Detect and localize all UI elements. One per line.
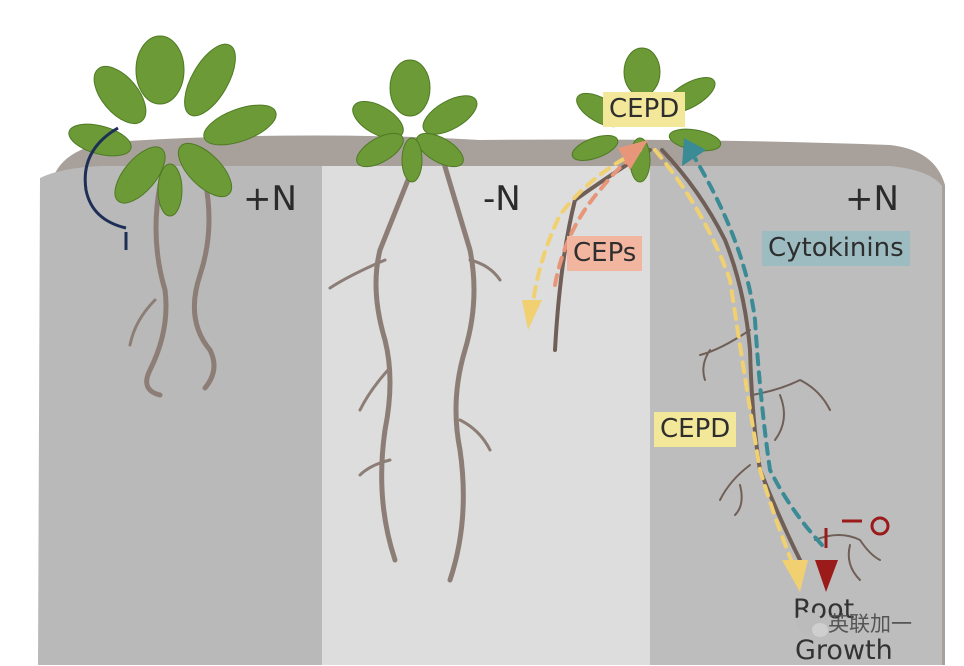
plant-middle bbox=[328, 59, 502, 583]
plant-middle-rosette bbox=[352, 59, 478, 183]
plant-middle-roots bbox=[328, 147, 502, 583]
plant-left-rosette bbox=[68, 35, 277, 217]
watermark: 英联加一 bbox=[796, 608, 912, 638]
cepd-arrow-yellow-down-right bbox=[653, 148, 797, 572]
signal-arrows bbox=[530, 148, 824, 572]
cepd-label-top: CEPD bbox=[603, 92, 686, 127]
soil-right-compartment bbox=[650, 166, 942, 665]
cytokinins-arrowhead bbox=[682, 138, 706, 166]
wechat-icon bbox=[796, 612, 828, 637]
ceps-arrow-salmon bbox=[553, 153, 637, 287]
inhibition-arc-blue bbox=[83, 126, 127, 230]
plant-right-roots bbox=[553, 148, 881, 581]
condition-label-left: +N bbox=[243, 179, 297, 219]
condition-label-middle: -N bbox=[483, 179, 521, 219]
cepd-arrowhead-left bbox=[522, 300, 542, 330]
cytokinins-arrow-teal bbox=[688, 148, 824, 547]
plant-left-roots bbox=[128, 177, 217, 398]
cepd-label-root: CEPD bbox=[654, 412, 737, 447]
soil-left-compartment bbox=[38, 166, 322, 665]
plant-left bbox=[68, 35, 277, 398]
root-growth-arrowhead-red bbox=[815, 560, 838, 592]
cepd-arrow-yellow-down-left bbox=[530, 148, 642, 312]
cepd-arrowhead-right bbox=[782, 560, 808, 592]
cytokinins-label: Cytokinins bbox=[762, 231, 910, 266]
condition-label-right: +N bbox=[845, 179, 899, 219]
watermark-text: 英联加一 bbox=[828, 612, 912, 636]
ceps-label: CEPs bbox=[567, 236, 643, 271]
ceps-arrowhead bbox=[618, 140, 648, 170]
root-growth-line2: Growth bbox=[795, 635, 893, 666]
inhibition-marker-red bbox=[824, 516, 890, 548]
